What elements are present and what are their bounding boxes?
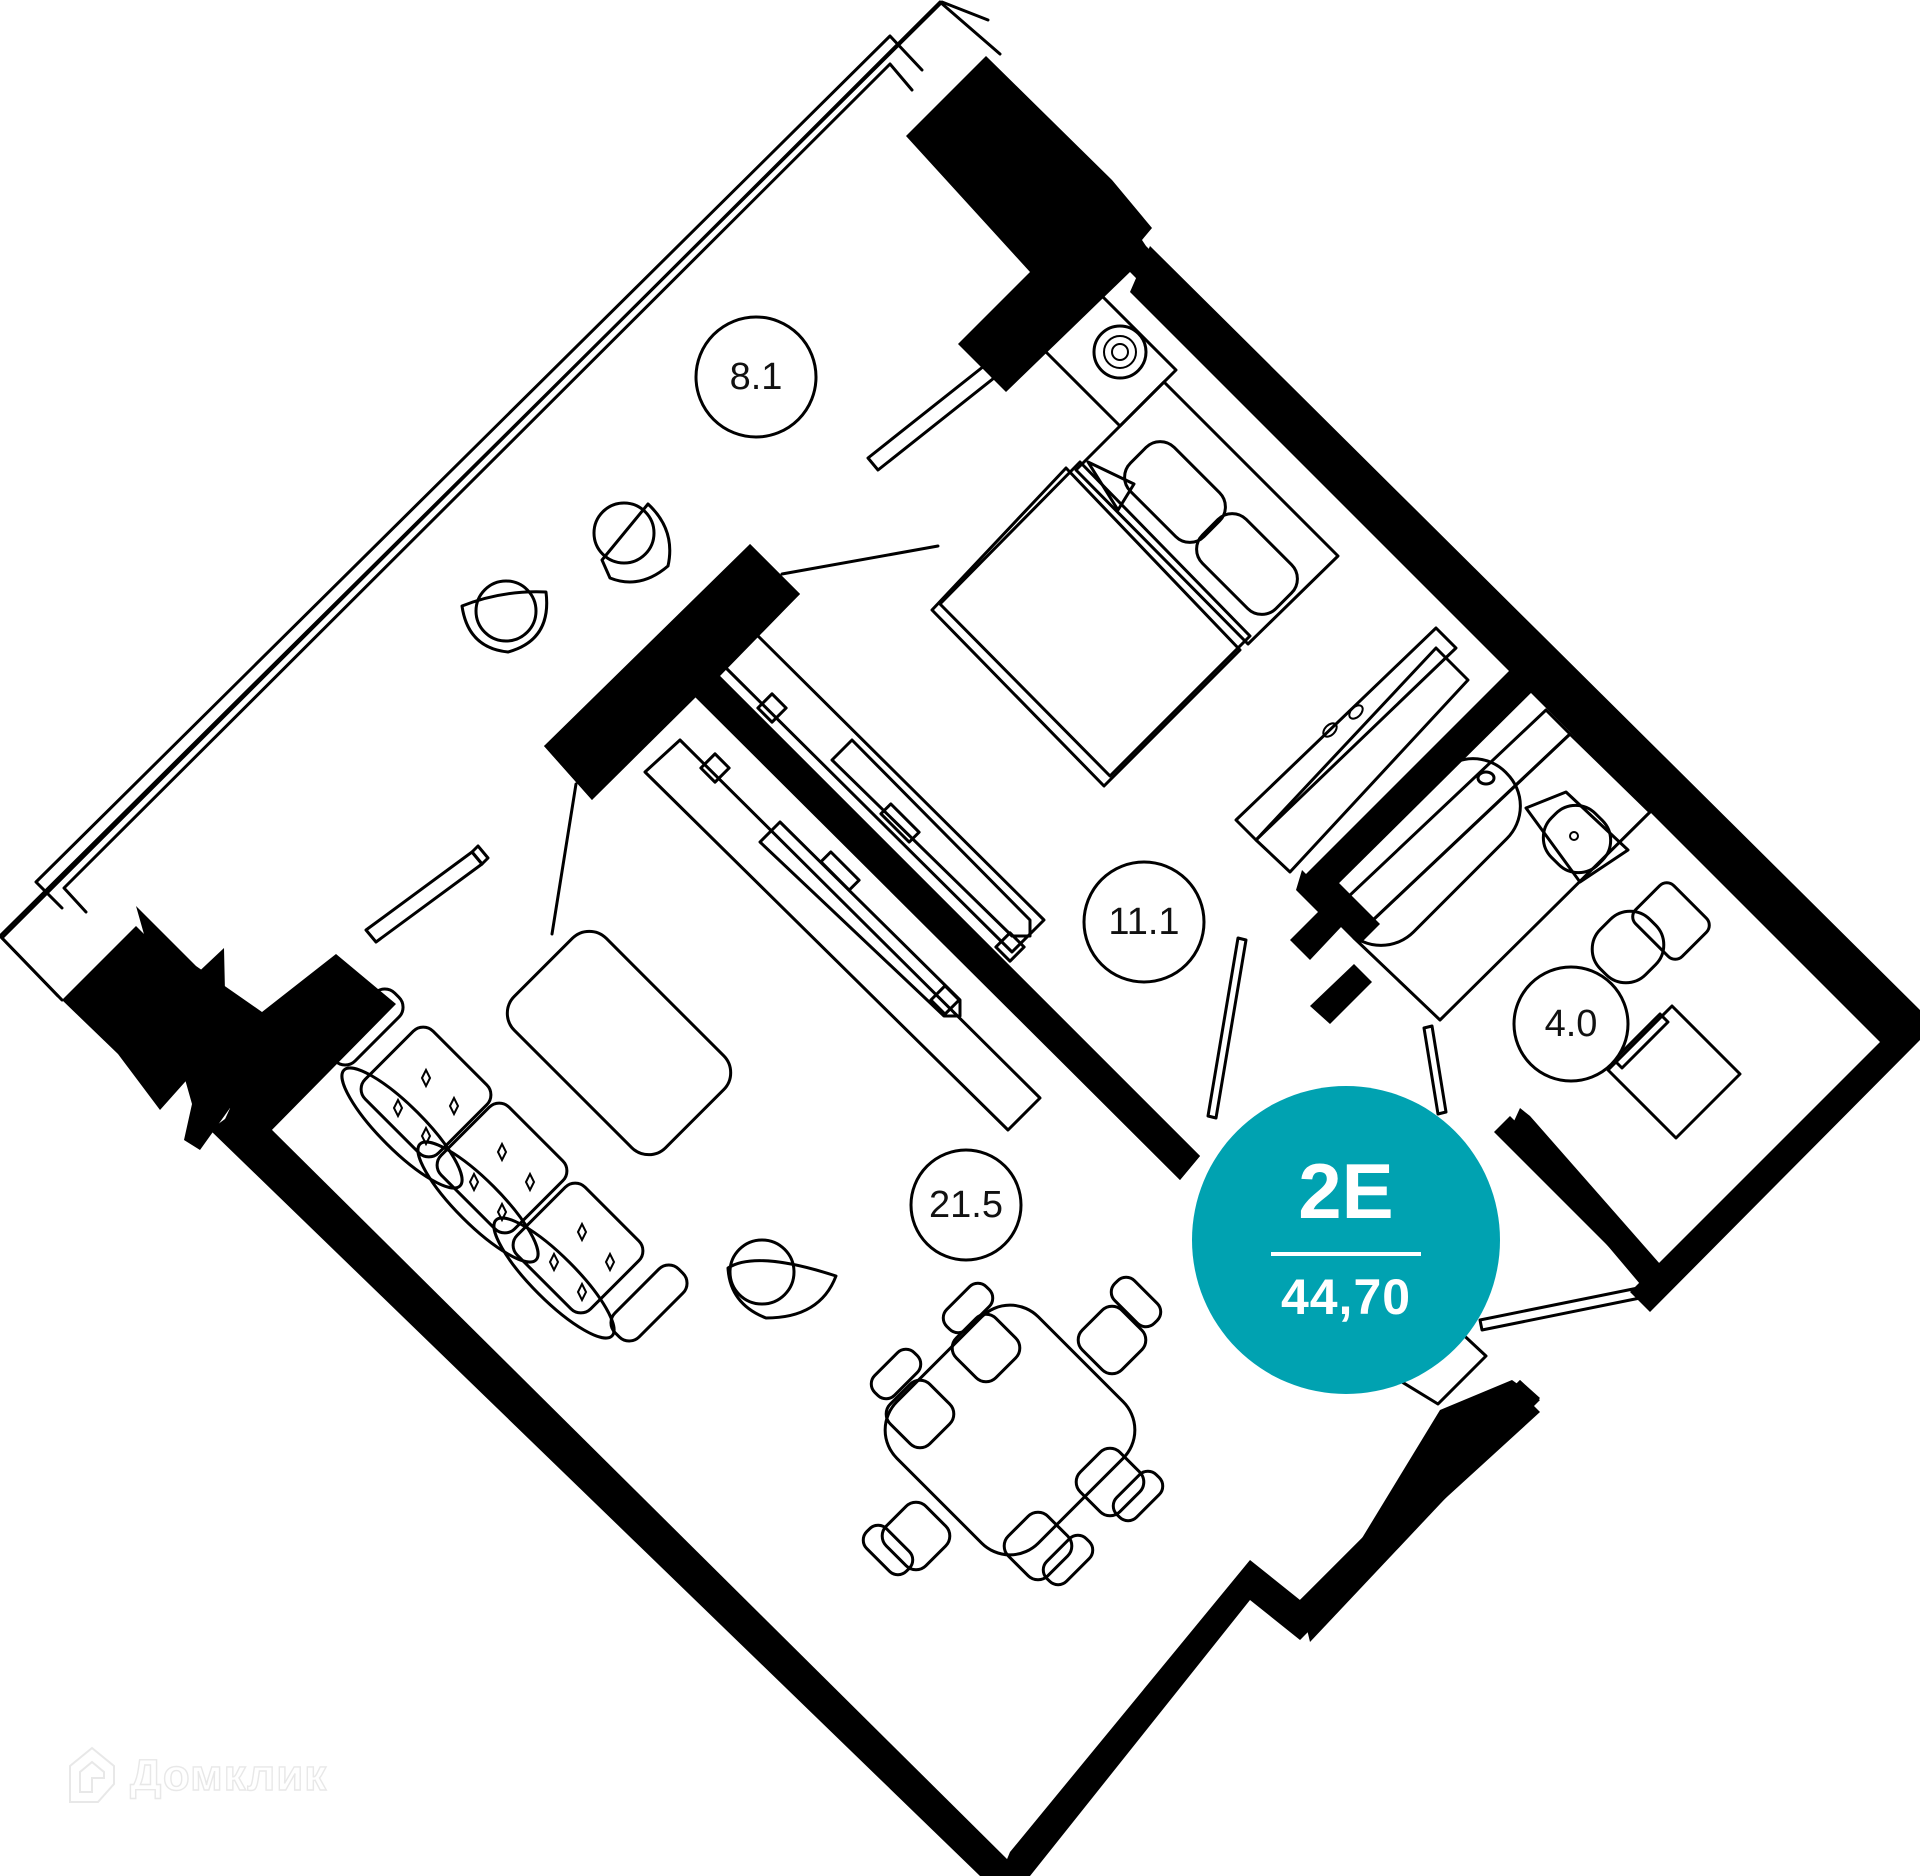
wardrobe-left: [643, 738, 1042, 1132]
room-label-living: 21.5: [909, 1148, 1023, 1262]
house-logo-icon: [69, 1746, 115, 1803]
balcony-chair: [460, 579, 549, 654]
sink: [1524, 790, 1630, 884]
room-area-text: 21.5: [929, 1184, 1003, 1226]
room-area-text: 8.1: [730, 356, 783, 398]
balcony-door-upper: [866, 358, 1002, 472]
room-label-balcony: 8.1: [694, 315, 818, 439]
hall-shelf: [1234, 626, 1470, 874]
coffee-table: [505, 929, 733, 1157]
loggia-outline: [0, 0, 1002, 1002]
apartment-type: 2E: [1298, 1147, 1394, 1235]
door-swing-line: [780, 544, 940, 576]
door-swing-line: [550, 782, 578, 936]
bathtub: [1328, 708, 1652, 1022]
watermark: Домклик: [64, 1744, 327, 1808]
bathroom-door: [1422, 1024, 1448, 1116]
badge-divider: [1271, 1252, 1421, 1256]
apartment-badge: 2E 44,70: [1192, 1086, 1500, 1394]
bathroom-cabinet: [1606, 1004, 1742, 1140]
living-chair: [726, 1238, 838, 1320]
walls: [62, 56, 1920, 1876]
room-label-bathroom: 4.0: [1512, 965, 1630, 1083]
bed: [930, 380, 1340, 788]
apartment-total-area: 44,70: [1280, 1269, 1412, 1325]
balcony-chair: [592, 501, 672, 584]
watermark-text: Домклик: [129, 1750, 328, 1800]
bedroom-door: [1206, 936, 1248, 1120]
room-area-text: 11.1: [1108, 901, 1179, 943]
room-area-text: 4.0: [1545, 1003, 1598, 1045]
wardrobe-right: [720, 630, 1046, 963]
balcony-door-lower: [364, 844, 490, 944]
entry-door: [1478, 1286, 1642, 1332]
dining-set: [861, 1275, 1165, 1587]
toilet: [1590, 881, 1711, 985]
sofa: [325, 987, 689, 1343]
room-label-bedroom: 11.1: [1082, 860, 1206, 984]
